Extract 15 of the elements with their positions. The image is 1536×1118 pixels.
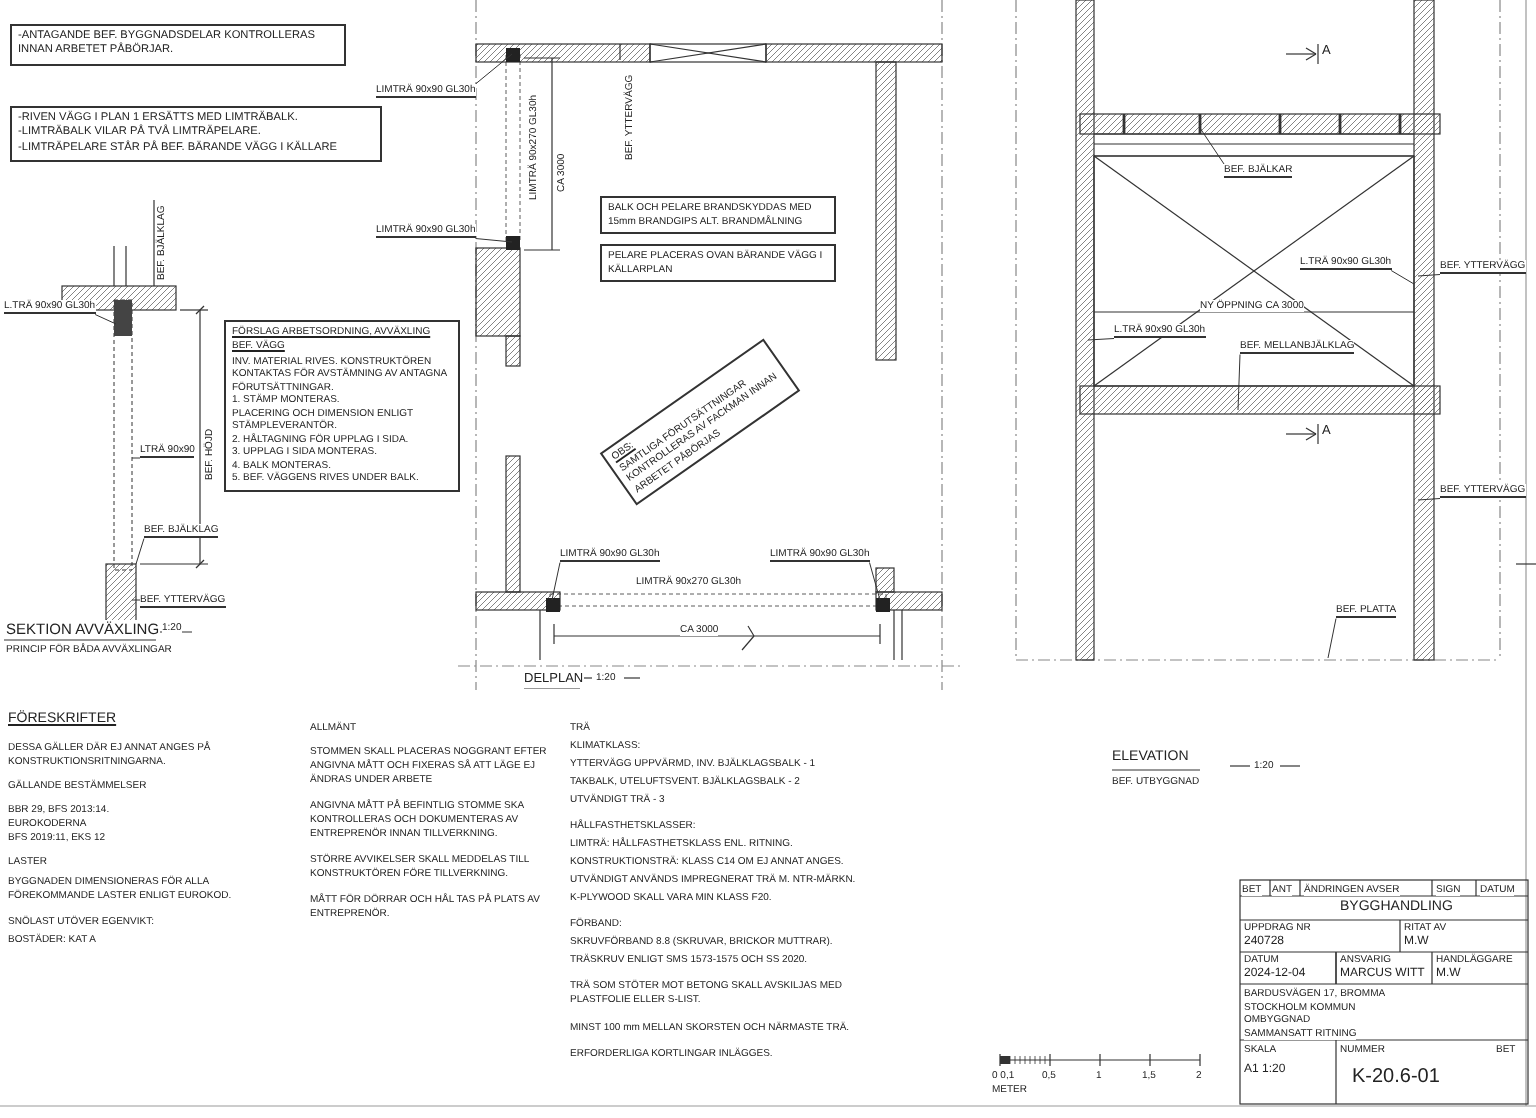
leader-line <box>475 53 513 85</box>
leader-line <box>1390 270 1415 285</box>
leader-line <box>135 538 145 565</box>
leader-line <box>131 599 141 601</box>
leader-line <box>1087 338 1115 341</box>
leader-line <box>94 314 117 325</box>
leader-line <box>1199 127 1225 165</box>
leader-line <box>131 457 141 459</box>
leader-line <box>869 562 881 601</box>
leader-line <box>1237 354 1241 411</box>
leader-line <box>1417 274 1441 277</box>
leader-line <box>551 562 561 601</box>
leader-line <box>1417 498 1441 501</box>
leader-line <box>1327 618 1337 659</box>
leader-line <box>475 238 513 243</box>
